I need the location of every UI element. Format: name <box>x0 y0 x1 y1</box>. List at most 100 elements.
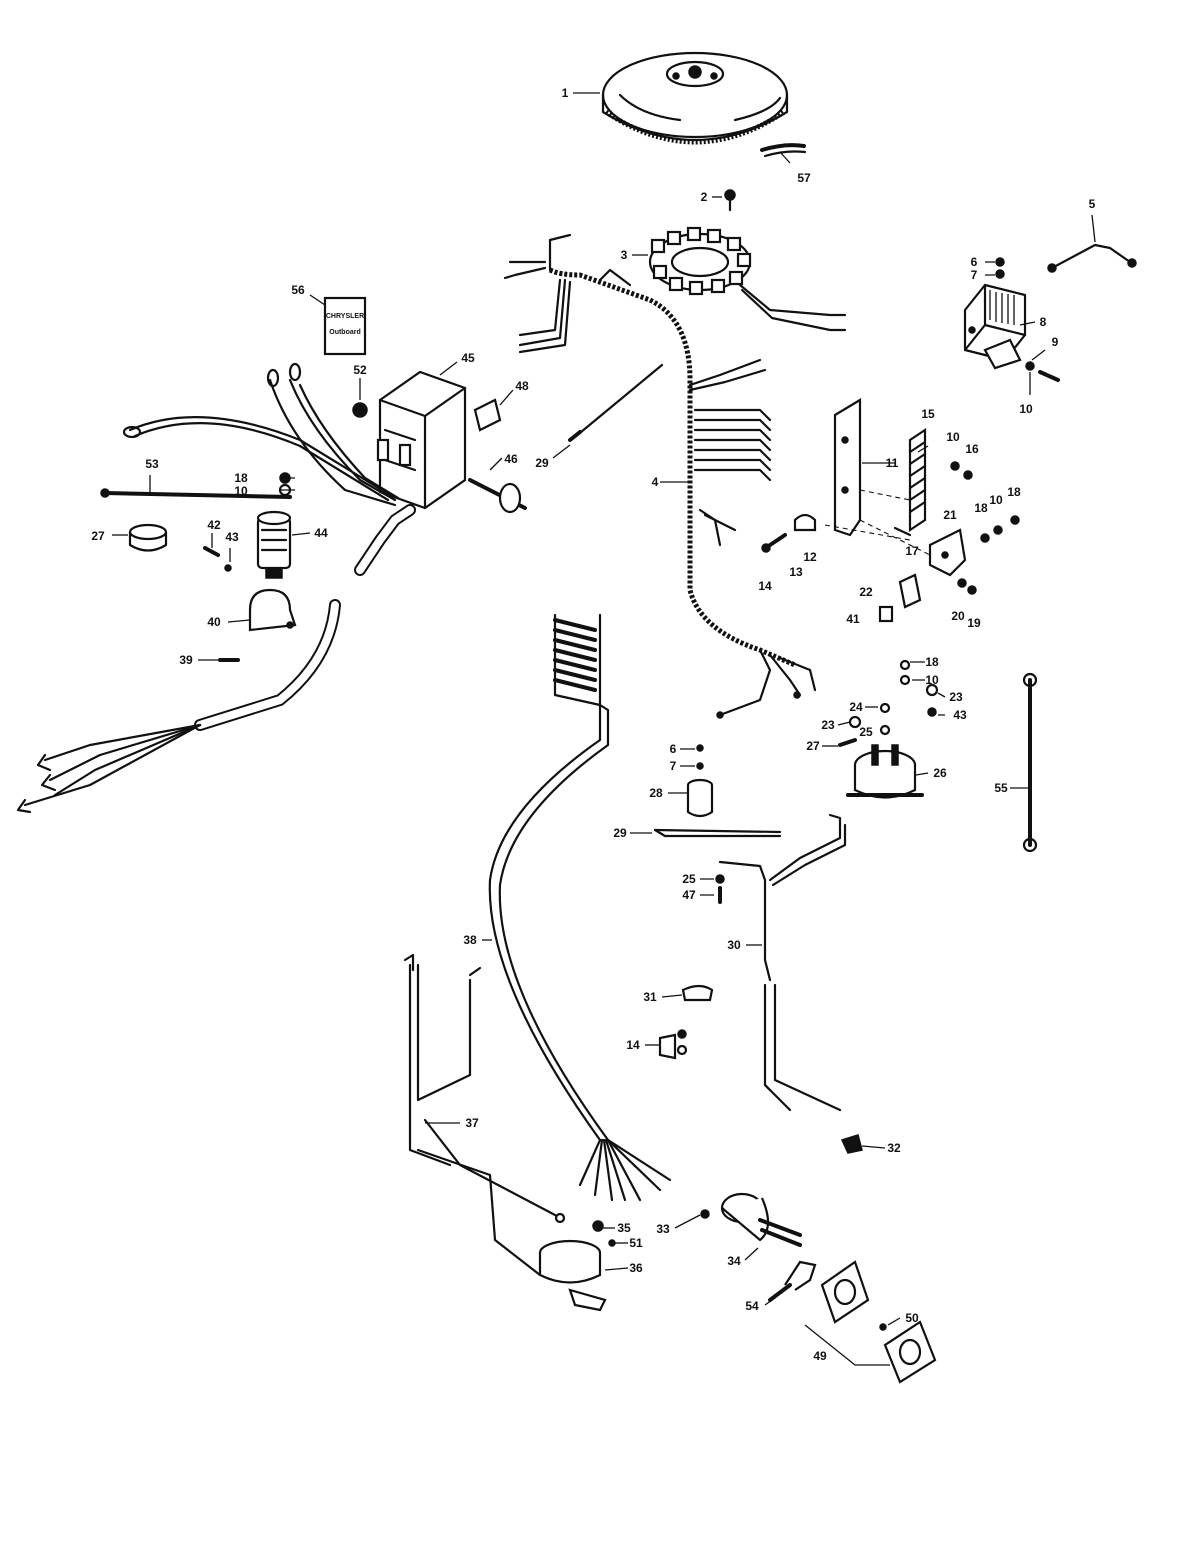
pack-nut <box>352 402 368 418</box>
callout-6: 6 <box>670 742 677 756</box>
callout-15: 15 <box>921 407 935 421</box>
nut <box>1010 515 1020 525</box>
clamp <box>248 588 297 632</box>
callout-40: 40 <box>207 615 221 629</box>
callout-23: 23 <box>821 718 835 732</box>
callout-10: 10 <box>989 493 1003 507</box>
callout-57: 57 <box>797 171 811 185</box>
terminal-bracket <box>833 398 862 537</box>
callout-32: 32 <box>887 1141 901 1155</box>
callout-30: 30 <box>727 938 741 952</box>
screw <box>761 543 771 553</box>
callout-43: 43 <box>953 708 967 722</box>
callout-3: 3 <box>621 248 628 262</box>
callout-10: 10 <box>1019 402 1033 416</box>
clip-screw <box>658 1029 688 1060</box>
washer <box>879 724 891 736</box>
flywheel-key <box>760 143 807 158</box>
washer <box>980 533 990 543</box>
callout-19: 19 <box>967 616 981 630</box>
starter-solenoid <box>846 744 924 799</box>
callout-17: 17 <box>905 544 919 558</box>
callout-9: 9 <box>1052 335 1059 349</box>
callout-16: 16 <box>965 442 979 456</box>
callout-52: 52 <box>353 363 367 377</box>
callout-33: 33 <box>656 1222 670 1236</box>
callout-12: 12 <box>803 550 817 564</box>
callout-24: 24 <box>849 700 863 714</box>
callout-31: 31 <box>643 990 657 1004</box>
callout-23: 23 <box>949 690 963 704</box>
label <box>878 605 894 623</box>
mounting-plate <box>928 528 967 577</box>
nut <box>995 257 1005 267</box>
cd-ignition-pack <box>354 370 467 576</box>
callout-54: 54 <box>745 1299 759 1313</box>
callout-26: 26 <box>933 766 947 780</box>
battery-cable <box>1022 672 1038 853</box>
callout-35: 35 <box>617 1221 631 1235</box>
callout-38: 38 <box>463 933 477 947</box>
nut <box>879 702 891 714</box>
ignition-coil <box>256 510 292 579</box>
callout-2: 2 <box>701 190 708 204</box>
ground-wire <box>1047 243 1137 273</box>
callout-18: 18 <box>925 655 939 669</box>
nut <box>899 659 911 671</box>
band <box>128 523 168 552</box>
rectifier-screw <box>1025 361 1060 382</box>
screw <box>879 1323 887 1331</box>
spark-plug-cable <box>16 599 341 814</box>
main-wiring-harness <box>503 233 817 719</box>
callout-4: 4 <box>652 475 659 489</box>
terminal-block <box>908 427 927 533</box>
washer <box>899 674 911 686</box>
callout-41: 41 <box>846 612 860 626</box>
callout-47: 47 <box>682 888 696 902</box>
callout-29: 29 <box>535 456 549 470</box>
cable-clip <box>681 984 714 1002</box>
callout-56: 56 <box>291 283 305 297</box>
lead-wire <box>100 488 292 499</box>
callout-45: 45 <box>461 351 475 365</box>
callout-36: 36 <box>629 1261 643 1275</box>
gauge-harness <box>403 953 566 1277</box>
washer <box>927 707 937 717</box>
callout-18: 18 <box>234 471 248 485</box>
callout-21: 21 <box>943 508 957 522</box>
washer <box>993 525 1003 535</box>
callout-14: 14 <box>626 1038 640 1052</box>
screw <box>963 470 973 480</box>
tie-strap <box>568 363 664 442</box>
callout-44: 44 <box>314 526 328 540</box>
key-switch-harness <box>488 613 672 1202</box>
ignition-key-switch <box>700 1192 802 1247</box>
lockwasher <box>995 269 1005 279</box>
clip <box>768 513 817 547</box>
callout-28: 28 <box>649 786 663 800</box>
callout-20: 20 <box>951 609 965 623</box>
resistor <box>686 778 714 818</box>
lead <box>838 738 857 747</box>
washer <box>696 762 704 770</box>
callout-39: 39 <box>179 653 193 667</box>
callout-43: 43 <box>225 530 239 544</box>
nut <box>696 744 704 752</box>
callout-labels: 1 57 2 3 5 6 7 8 9 10 56 45 52 48 29 46 … <box>91 86 1095 1363</box>
fuse-holder <box>898 573 922 609</box>
nut <box>950 461 960 471</box>
callout-18: 18 <box>974 501 988 515</box>
ignition-key <box>768 1260 817 1302</box>
washer <box>957 578 967 588</box>
callout-49: 49 <box>813 1349 827 1363</box>
callout-leaders <box>112 92 1096 1326</box>
switch-bezel <box>804 1260 937 1384</box>
ground-clip <box>840 1134 863 1154</box>
lead <box>893 526 912 537</box>
mounting-bolt <box>468 478 527 514</box>
decal: CHRYSLER Outboard <box>323 296 367 356</box>
callout-53: 53 <box>145 457 159 471</box>
stator-screw <box>724 189 736 212</box>
callout-42: 42 <box>207 518 221 532</box>
callout-5: 5 <box>1089 197 1096 211</box>
